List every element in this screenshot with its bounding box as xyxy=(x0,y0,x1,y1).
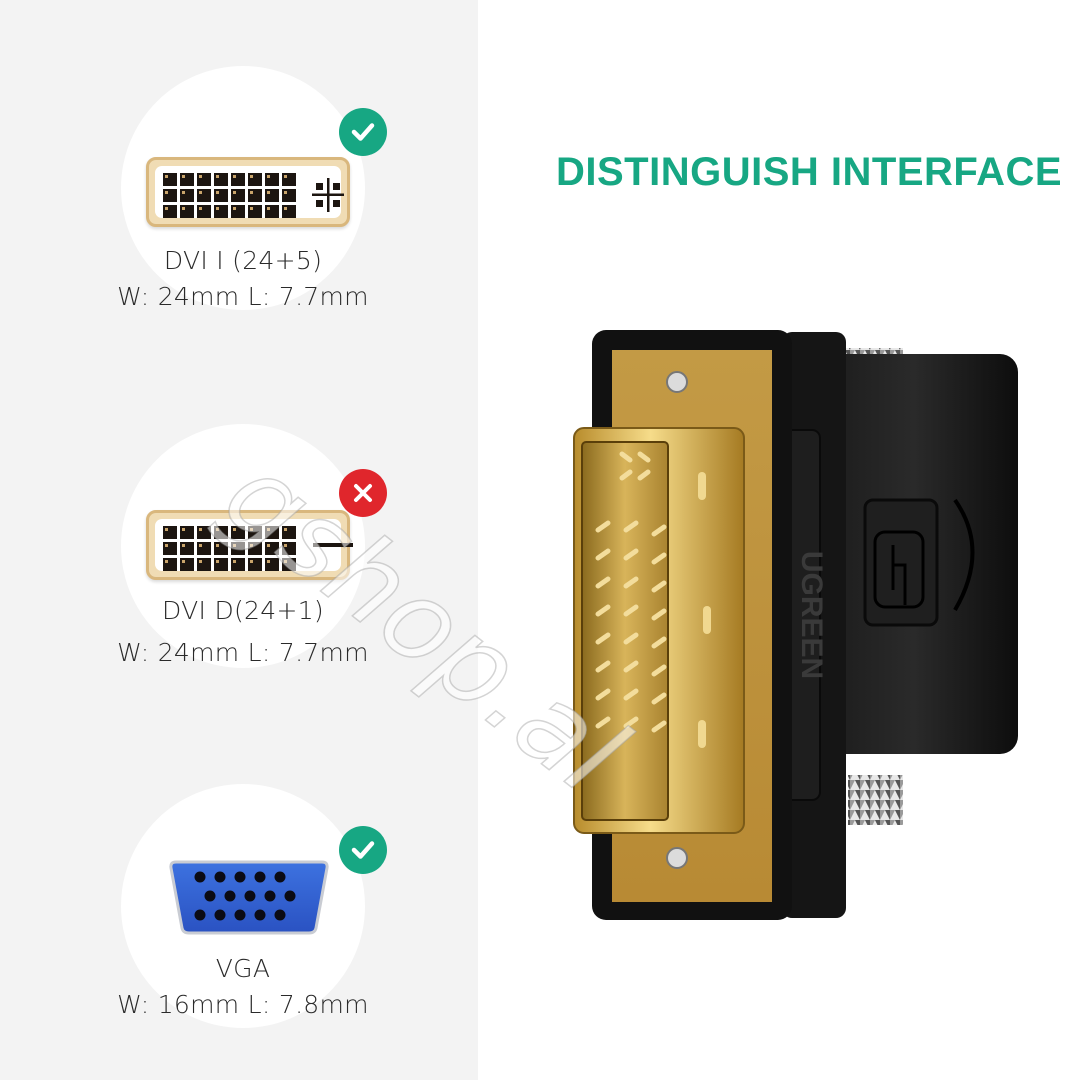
dvi-i-name: DVI I (24+5) xyxy=(163,246,323,275)
dvi-pin-grid xyxy=(163,526,296,571)
dvi-d-flat-pin-icon xyxy=(313,543,353,547)
cross-icon xyxy=(354,484,372,502)
vga-dimensions: W: 16mm L: 7.8mm xyxy=(117,990,369,1019)
dvi-d-dimensions: W: 24mm L: 7.7mm xyxy=(117,638,369,667)
check-icon xyxy=(351,123,375,141)
mounting-screw-bottom xyxy=(666,847,688,869)
dvi-i-connector-icon xyxy=(146,157,350,227)
compatible-check-badge xyxy=(339,108,387,156)
dvi-pin-grid xyxy=(163,173,296,218)
vga-connector-icon xyxy=(169,860,329,935)
dvi-to-vga-adapter-image: UGREEN xyxy=(573,330,1018,920)
interface-comparison-panel: DVI I (24+5) W: 24mm L: 7.7mm DVI D(24+1… xyxy=(0,0,478,1080)
dvi-i-dimensions: W: 24mm L: 7.7mm xyxy=(117,282,369,311)
dvi-analog-cross-pins-icon xyxy=(312,178,344,212)
check-icon xyxy=(351,841,375,859)
thumbscrew-bottom xyxy=(848,775,903,825)
dvi-d-connector-icon xyxy=(146,510,353,580)
page-title: DISTINGUISH INTERFACE xyxy=(556,150,1063,194)
mounting-screw-top xyxy=(666,371,688,393)
incompatible-cross-badge xyxy=(339,469,387,517)
compatible-check-badge xyxy=(339,826,387,874)
vga-name: VGA xyxy=(215,954,271,983)
dvi-d-name: DVI D(24+1) xyxy=(162,596,324,625)
ugreen-brand-label: UGREEN xyxy=(795,551,828,679)
